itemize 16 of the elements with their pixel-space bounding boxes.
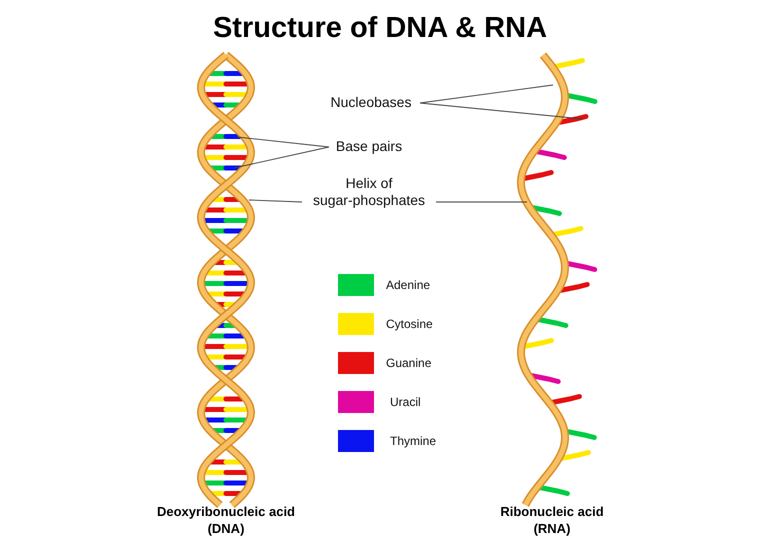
legend-label: Cytosine	[386, 317, 433, 331]
callout-label: Nucleobases	[330, 94, 412, 111]
legend-label: Adenine	[386, 278, 430, 292]
drawing-label: Ribonucleic acid (RNA)	[499, 503, 605, 537]
callout-label: Helix of sugar-phosphates	[312, 175, 426, 209]
callout-label: Base pairs	[334, 138, 404, 155]
legend-label: Guanine	[386, 356, 432, 370]
title: Structure of DNA & RNA	[212, 12, 548, 45]
legend-label: Uracil	[390, 395, 421, 409]
drawing-label: Deoxyribonucleic acid (DNA)	[156, 503, 296, 537]
leader-line	[234, 146, 330, 168]
leader-line	[420, 84, 554, 104]
legend-label: Thymine	[390, 434, 436, 448]
leader-line	[236, 136, 330, 148]
leader-line	[248, 200, 302, 202]
leader-line	[420, 102, 584, 120]
